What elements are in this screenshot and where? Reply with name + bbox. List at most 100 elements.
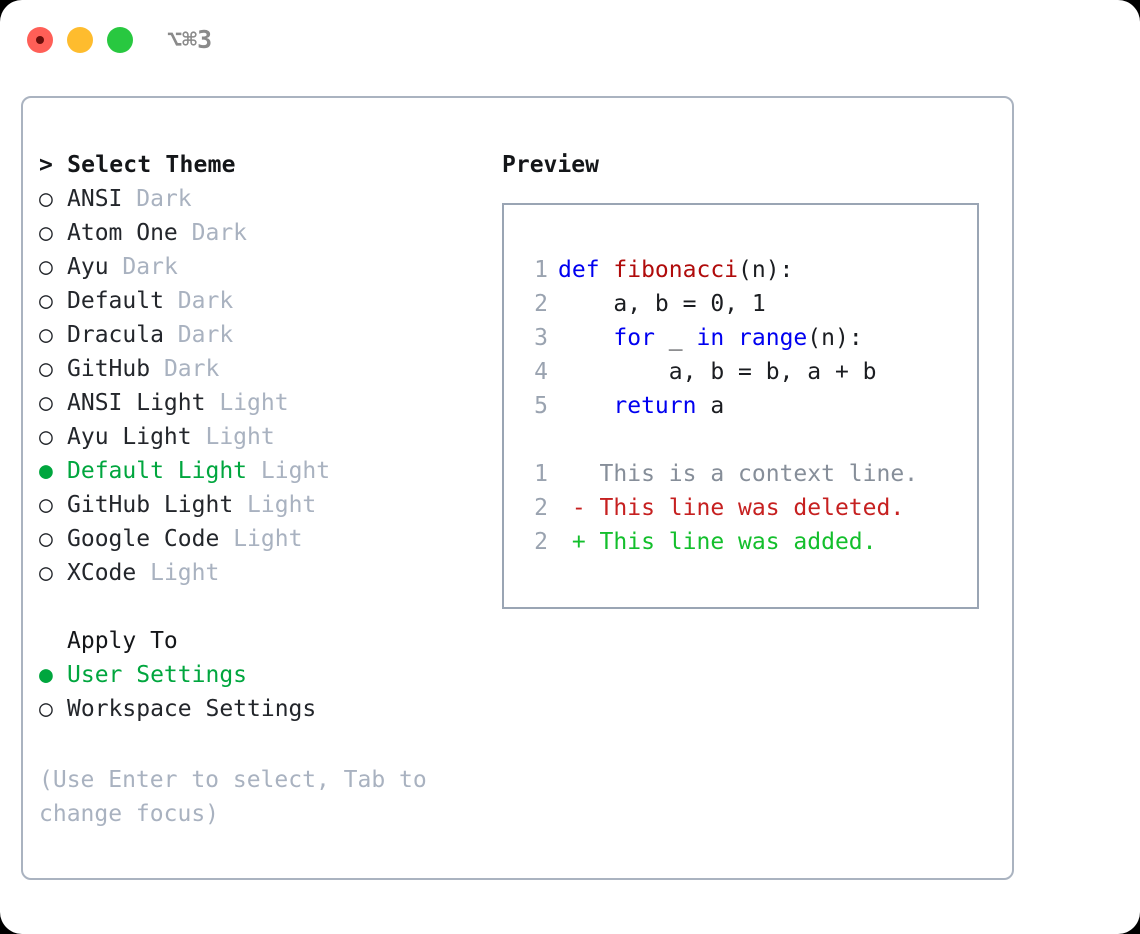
- theme-picker-panel: > Select Theme ○ANSI Dark○Atom One Dark○…: [21, 96, 1014, 880]
- theme-list-item[interactable]: ○XCode Light: [39, 556, 479, 590]
- code-token: in: [696, 325, 725, 351]
- theme-variant-badge: Dark: [177, 322, 234, 348]
- gap: [192, 424, 206, 450]
- theme-variant-badge: Dark: [163, 356, 220, 382]
- keyboard-shortcut-label: ⌥⌘3: [167, 25, 213, 54]
- line-number: 2: [534, 495, 548, 521]
- gap: [247, 458, 261, 484]
- theme-name: GitHub Light: [67, 492, 234, 518]
- radio-selected-icon[interactable]: ●: [39, 662, 53, 688]
- code-blank-line: [524, 423, 918, 457]
- theme-list-item[interactable]: ●Default Light Light: [39, 454, 479, 488]
- theme-name: Default Light: [67, 458, 248, 484]
- theme-list-item[interactable]: ○GitHub Dark: [39, 352, 479, 386]
- radio-unselected-icon[interactable]: ○: [39, 526, 53, 552]
- theme-list-item[interactable]: ○Google Code Light: [39, 522, 479, 556]
- line-number: 3: [534, 325, 548, 351]
- theme-list-item[interactable]: ○ ANSI Dark: [39, 182, 479, 216]
- gap: [136, 560, 150, 586]
- line-number: 2: [534, 529, 548, 555]
- close-button[interactable]: [27, 27, 53, 53]
- apply-to-option[interactable]: ●User Settings: [39, 658, 479, 692]
- radio-unselected-icon[interactable]: ○: [39, 356, 53, 382]
- radio-unselected-icon[interactable]: ○: [39, 186, 53, 212]
- code-token: [558, 393, 613, 419]
- apply-to-label: Apply To: [67, 628, 178, 654]
- code-token: This is a context line.: [558, 461, 919, 487]
- theme-name: Ayu: [67, 254, 109, 280]
- code-token: range: [738, 325, 808, 351]
- gap: [150, 356, 164, 382]
- theme-list-item[interactable]: ○Atom One Dark: [39, 216, 479, 250]
- theme-name: Dracula: [67, 322, 164, 348]
- theme-variant-badge: Light: [247, 492, 317, 518]
- theme-list-item[interactable]: ○ Dracula Dark: [39, 318, 479, 352]
- gap: [109, 254, 123, 280]
- code-line: 3 for _ in range(n):: [524, 321, 918, 355]
- gap: [219, 526, 233, 552]
- code-token: (n):: [807, 325, 863, 351]
- theme-list-item[interactable]: ○ Default Dark: [39, 284, 479, 318]
- radio-unselected-icon[interactable]: ○: [39, 254, 53, 280]
- code-token: return: [613, 393, 697, 419]
- radio-selected-icon[interactable]: ●: [39, 458, 53, 484]
- radio-unselected-icon[interactable]: ○: [39, 492, 53, 518]
- theme-name: ANSI Light: [67, 390, 206, 416]
- minimize-button[interactable]: [67, 27, 93, 53]
- code-token: + This line was added.: [558, 529, 877, 555]
- gap: [178, 220, 192, 246]
- maximize-button[interactable]: [107, 27, 133, 53]
- line-number: 5: [534, 393, 548, 419]
- theme-list-item[interactable]: ○ GitHub Light Light: [39, 488, 479, 522]
- code-line: 2 a, b = 0, 1: [524, 287, 918, 321]
- line-number: 1: [534, 257, 548, 283]
- apply-to-option[interactable]: ○Workspace Settings: [39, 692, 479, 726]
- theme-name: Google Code: [67, 526, 220, 552]
- code-line: 1 def fibonacci(n):: [524, 253, 918, 287]
- code-line: 5 return a: [524, 389, 918, 423]
- radio-unselected-icon[interactable]: ○: [39, 390, 53, 416]
- code-token: [724, 325, 738, 351]
- code-token: - This line was deleted.: [558, 495, 905, 521]
- gap: [164, 322, 178, 348]
- radio-unselected-icon[interactable]: ○: [39, 560, 53, 586]
- gap: [233, 492, 247, 518]
- radio-unselected-icon[interactable]: ○: [39, 322, 53, 348]
- list-spacer: [39, 590, 479, 624]
- theme-variant-badge: Dark: [136, 186, 192, 212]
- theme-variant-badge: Dark: [191, 220, 248, 246]
- apply-to-options[interactable]: ●User Settings○Workspace Settings: [39, 658, 479, 726]
- radio-unselected-icon[interactable]: ○: [39, 220, 53, 246]
- code-token: def: [558, 257, 614, 283]
- theme-variant-badge: Dark: [122, 254, 178, 280]
- theme-list-item[interactable]: ○ Ayu Dark: [39, 250, 479, 284]
- code-token: for: [613, 325, 655, 351]
- gap: [122, 186, 136, 212]
- code-token: a, b = b, a + b: [558, 359, 877, 385]
- line-number: 1: [534, 461, 548, 487]
- diff-line: 2 + This line was added.: [524, 525, 918, 559]
- diff-line: 2 - This line was deleted.: [524, 491, 918, 525]
- theme-name: Ayu Light: [67, 424, 192, 450]
- radio-unselected-icon[interactable]: ○: [39, 288, 53, 314]
- radio-unselected-icon[interactable]: ○: [39, 696, 53, 722]
- theme-list[interactable]: ○ANSI Dark○Atom One Dark○Ayu Dark○Defaul…: [39, 182, 479, 590]
- preview-column: Preview: [502, 148, 1002, 182]
- gap: [164, 288, 178, 314]
- theme-name: ANSI: [67, 186, 123, 212]
- theme-list-item[interactable]: ○Ayu Light Light: [39, 420, 479, 454]
- theme-list-column: > Select Theme ○ANSI Dark○Atom One Dark○…: [39, 148, 479, 726]
- code-token: fibonacci: [613, 257, 739, 283]
- code-token: [558, 325, 613, 351]
- radio-unselected-icon[interactable]: ○: [39, 424, 53, 450]
- code-token: a: [696, 393, 725, 419]
- select-theme-header: > Select Theme: [39, 152, 236, 178]
- theme-list-item[interactable]: ○ANSI Light Light: [39, 386, 479, 420]
- code-token: (n):: [738, 257, 794, 283]
- theme-name: Default: [67, 288, 164, 314]
- code-token: a, b = 0, 1: [558, 291, 766, 317]
- code-line: 4 a, b = b, a + b: [524, 355, 918, 389]
- theme-variant-badge: Dark: [177, 288, 234, 314]
